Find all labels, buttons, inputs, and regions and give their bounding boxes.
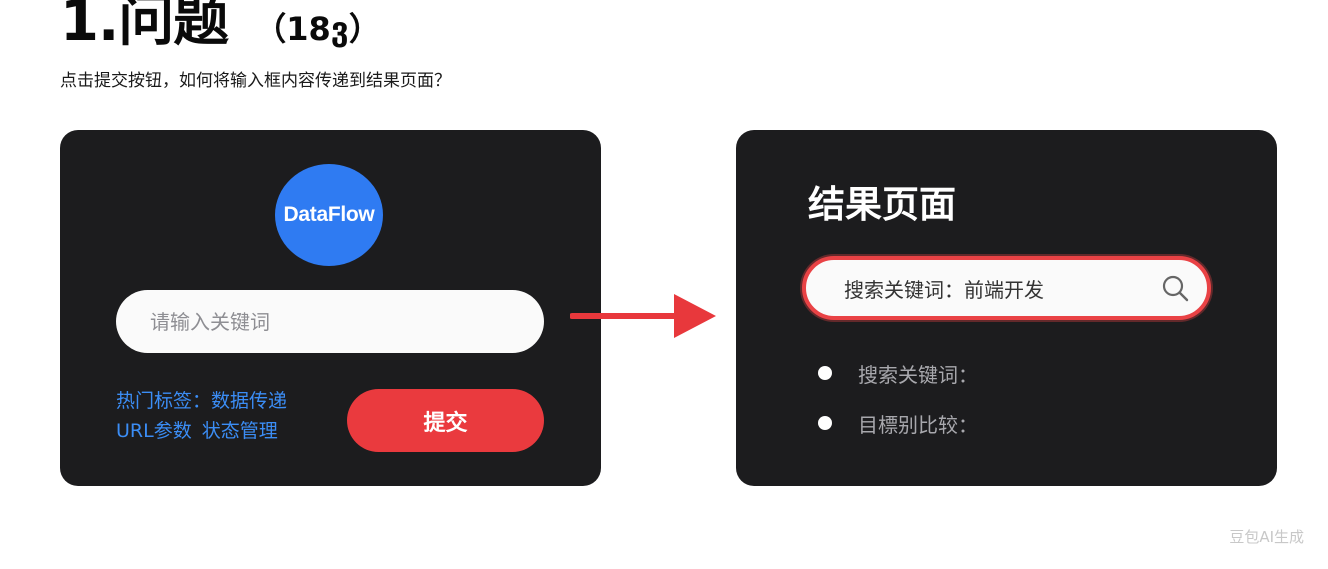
- search-icon[interactable]: [1161, 274, 1189, 302]
- question-count: （18ვ）: [254, 10, 381, 48]
- keyword-input[interactable]: [116, 290, 544, 353]
- input-form-panel: DataFlow 热门标签： 数据传递 URL参数 状态管理 提交: [60, 130, 601, 486]
- result-search-value: 搜索关键词：前端开发: [844, 277, 1044, 302]
- submit-button[interactable]: 提交: [347, 389, 544, 452]
- result-list: 搜索关键词： 目標别比较：: [818, 348, 978, 448]
- tag-url-params[interactable]: URL参数: [116, 420, 192, 442]
- result-item-label: 搜索关键词：: [858, 362, 978, 387]
- result-search-box[interactable]: 搜索关键词：前端开发: [802, 256, 1211, 320]
- watermark: 豆包AI生成: [1229, 528, 1304, 546]
- question-text: 点击提交按钮，如何将输入框内容传递到结果页面？: [60, 71, 451, 91]
- page-heading: 1.问题 （18ვ）: [60, 0, 381, 52]
- bullet-dot-icon: [818, 416, 832, 430]
- page-title: 1.问题: [60, 0, 229, 54]
- hot-tags-label: 热门标签：: [116, 390, 212, 412]
- right-arrow-icon: [570, 294, 716, 338]
- result-page-title: 结果页面: [808, 183, 956, 226]
- tag-data-transfer[interactable]: 数据传递: [211, 390, 288, 412]
- list-item: 目標别比较：: [818, 398, 978, 448]
- bullet-dot-icon: [818, 366, 832, 380]
- hot-tags: 热门标签： 数据传递 URL参数 状态管理: [116, 386, 287, 446]
- dataflow-logo: DataFlow: [275, 164, 383, 266]
- result-page-panel: 结果页面 搜索关键词：前端开发 搜索关键词： 目標别比较：: [736, 130, 1277, 486]
- list-item: 搜索关键词：: [818, 348, 978, 398]
- result-item-label: 目標别比较：: [858, 412, 978, 437]
- tag-state-management[interactable]: 状态管理: [201, 420, 278, 442]
